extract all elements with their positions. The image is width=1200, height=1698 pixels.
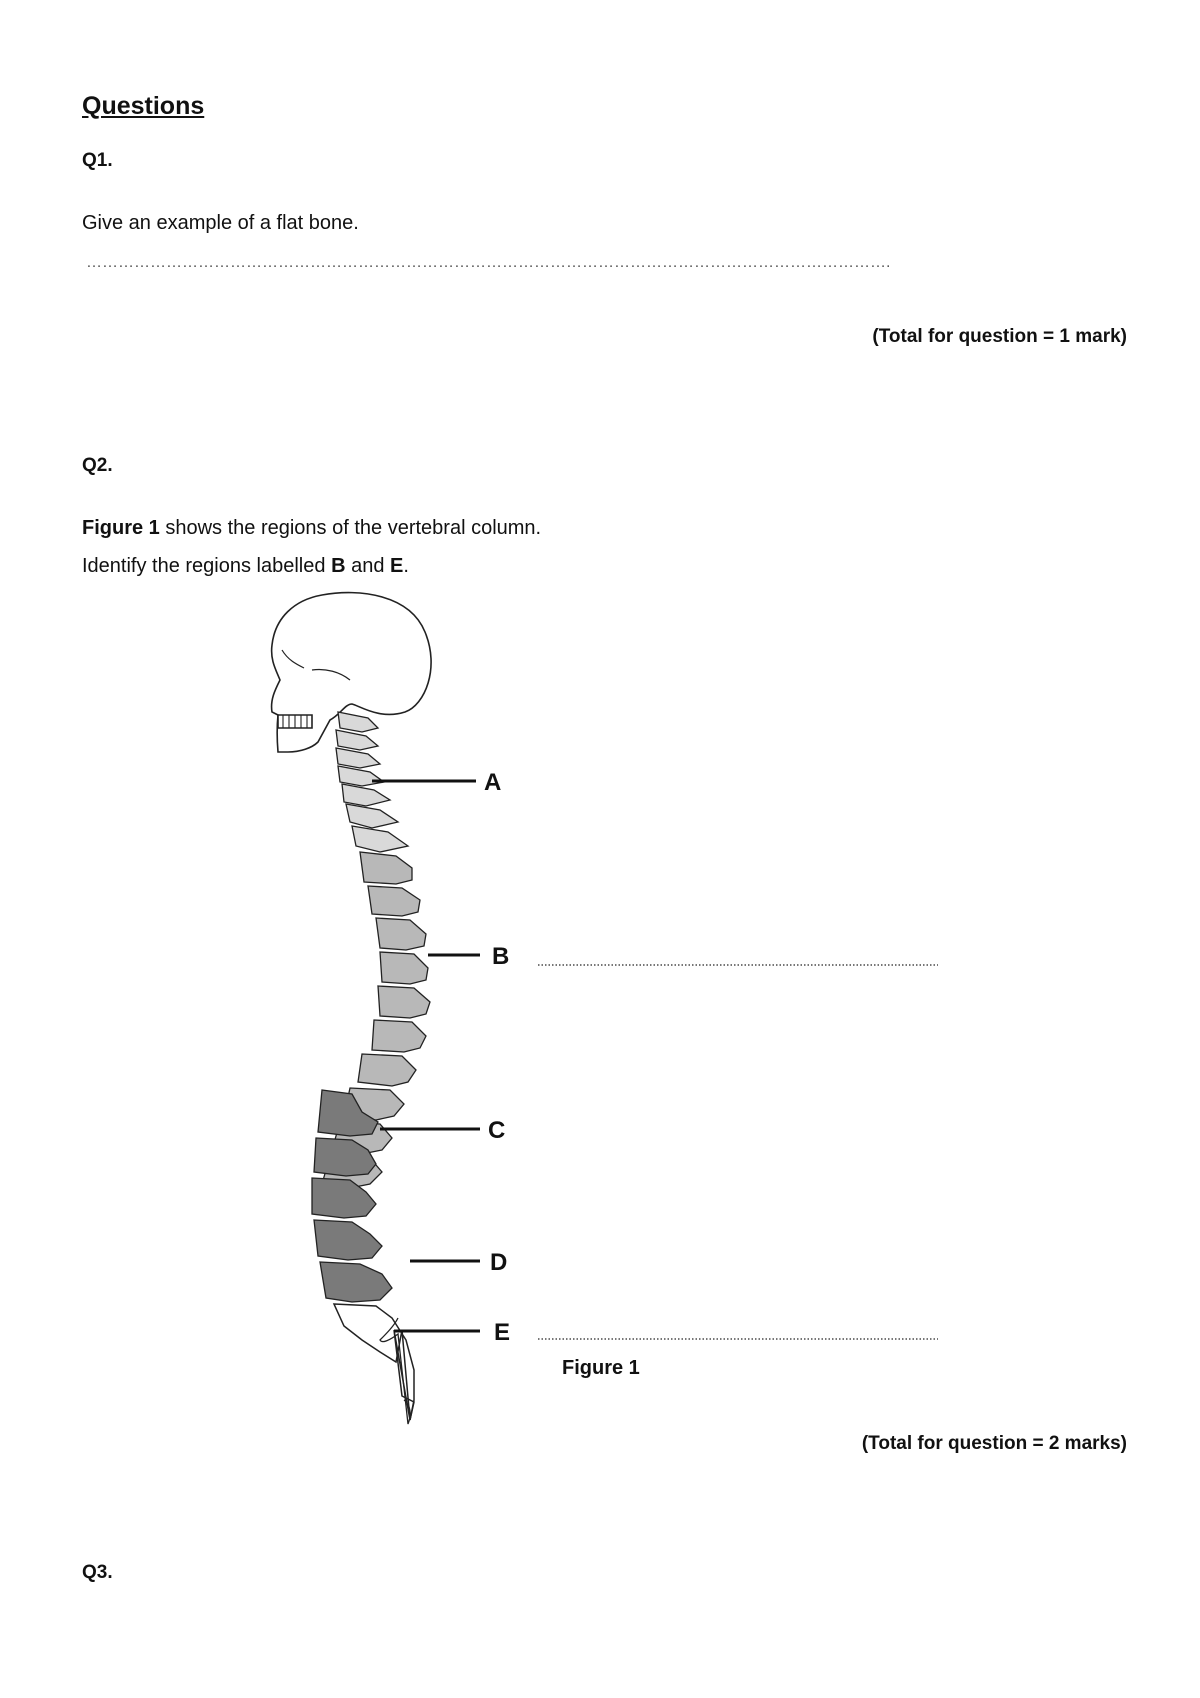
q2-total-marks: (Total for question = 2 marks) (861, 1433, 1127, 1454)
q1-answer-line[interactable]: …………………………………………………………………………………………………………… (86, 254, 891, 271)
figure-caption: Figure 1 (562, 1357, 640, 1379)
q2-line1: Figure 1 shows the regions of the verteb… (82, 517, 541, 540)
sacrum-coccyx-illustration (332, 1303, 415, 1425)
label-c: C (488, 1117, 505, 1144)
q1-prompt: Give an example of a flat bone. (82, 212, 359, 234)
label-e: E (494, 1319, 510, 1346)
label-d: D (490, 1249, 507, 1276)
q3-number: Q3. (82, 1562, 113, 1583)
q2-number: Q2. (82, 455, 113, 476)
q2-figure-ref: Figure 1 (82, 517, 160, 539)
q1-total-marks: (Total for question = 1 mark) (872, 326, 1127, 347)
q2-label-b-ref: B (331, 555, 346, 577)
q2-line2-text: Identify the regions labelled (82, 555, 332, 577)
page-heading: Questions (82, 92, 205, 120)
label-lines (372, 779, 480, 1333)
q2-label-e-ref: E (390, 555, 404, 577)
q1-number: Q1. (82, 150, 113, 171)
q2-line1-text: shows the regions of the vertebral colum… (159, 517, 542, 539)
skull-illustration (270, 591, 432, 753)
q2-line2-end: . (403, 555, 409, 577)
thoracic-vertebrae (321, 851, 431, 1189)
label-a: A (484, 769, 501, 796)
q2-line2-and: and (345, 555, 390, 577)
lumbar-vertebrae (311, 1089, 393, 1303)
label-b: B (492, 943, 509, 970)
q2-line2: Identify the regions labelled B and E. (82, 555, 409, 578)
